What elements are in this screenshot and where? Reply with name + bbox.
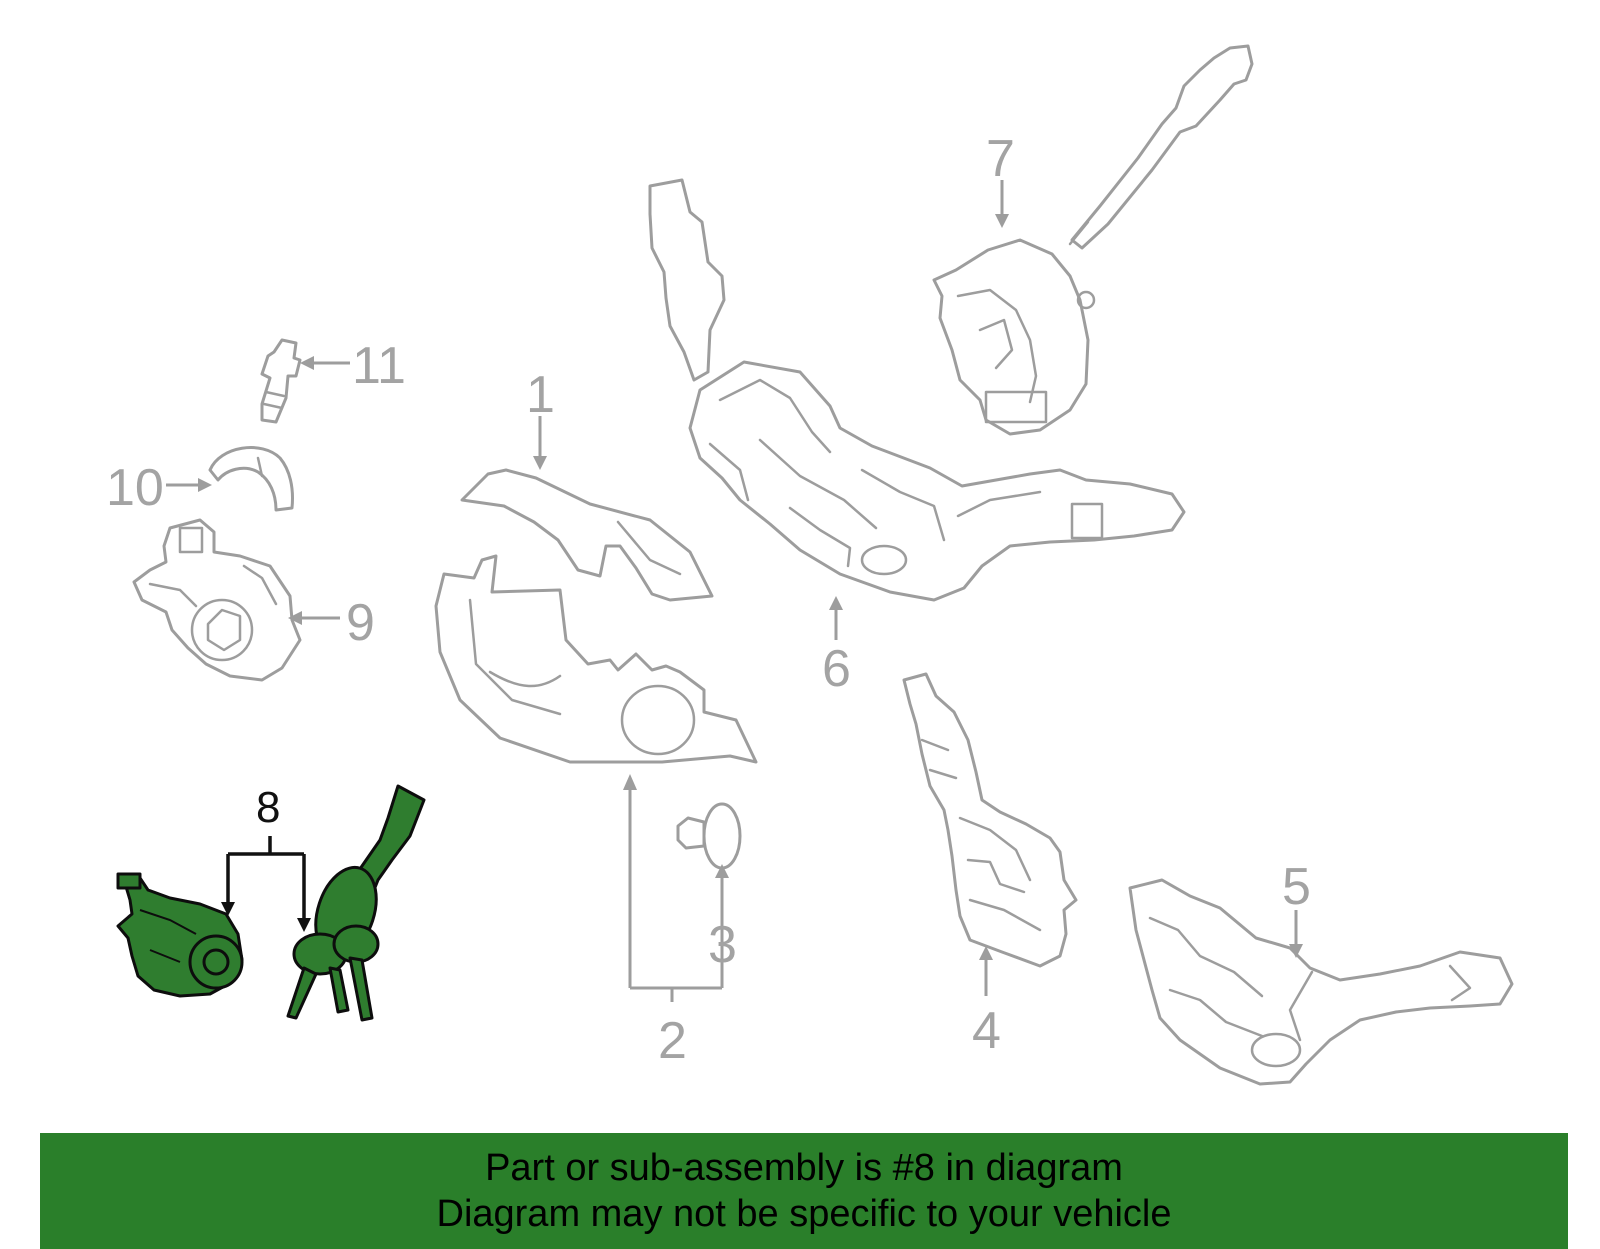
leader-8: [221, 836, 311, 932]
part-3-clip[interactable]: [676, 802, 742, 870]
part-9-lock-housing[interactable]: [132, 518, 302, 682]
part-1-upper-cover[interactable]: [460, 468, 714, 602]
part-8-lock-cylinder[interactable]: [116, 872, 244, 998]
callout-8[interactable]: 8: [256, 783, 280, 832]
callout-1[interactable]: 1: [526, 366, 555, 424]
leader-9: [288, 611, 340, 625]
banner-line-2: Diagram may not be specific to your vehi…: [436, 1193, 1172, 1235]
part-8-keys[interactable]: [286, 784, 426, 1022]
callout-4[interactable]: 4: [972, 1002, 1001, 1060]
callout-5[interactable]: 5: [1282, 858, 1311, 916]
leader-4: [979, 946, 993, 996]
callout-6[interactable]: 6: [822, 640, 851, 698]
part-10-ring[interactable]: [208, 446, 294, 512]
leader-11: [300, 356, 350, 370]
part-2-lower-cover[interactable]: [434, 554, 758, 764]
leader-2: [623, 774, 724, 1002]
leader-3: [715, 864, 729, 914]
callout-9[interactable]: 9: [346, 594, 375, 652]
callout-2[interactable]: 2: [658, 1012, 687, 1070]
part-7-clock-spring[interactable]: [932, 44, 1254, 436]
part-11-pin[interactable]: [260, 338, 302, 424]
leader-5: [1289, 910, 1303, 958]
part-6-combination-switch[interactable]: [648, 178, 1186, 602]
banner-line-1: Part or sub-assembly is #8 in diagram: [485, 1147, 1123, 1189]
leader-7: [995, 180, 1009, 228]
info-banner: Part or sub-assembly is #8 in diagram Di…: [40, 1133, 1568, 1249]
callout-11[interactable]: 11: [352, 337, 406, 395]
part-4-wiper-switch[interactable]: [902, 672, 1078, 968]
callout-3[interactable]: 3: [708, 916, 737, 974]
part-5-headlamp-switch[interactable]: [1128, 878, 1514, 1086]
callout-7[interactable]: 7: [986, 130, 1015, 188]
callout-10[interactable]: 10: [106, 459, 164, 517]
leader-6: [829, 596, 843, 640]
leader-10: [166, 478, 212, 492]
leader-1: [533, 416, 547, 470]
